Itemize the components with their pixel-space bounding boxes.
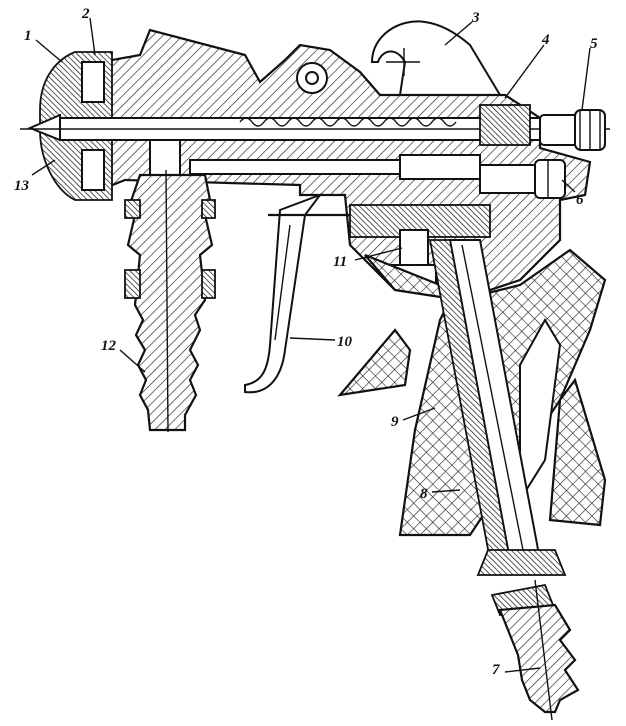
label-10: 10 [337, 334, 353, 350]
label-3: 3 [471, 10, 480, 26]
label-11: 11 [333, 254, 347, 270]
label-9: 9 [391, 414, 399, 430]
bottom-hose-fitting [476, 549, 580, 721]
hook [370, 20, 502, 96]
adjusting-knob [539, 109, 606, 151]
label-8: 8 [420, 486, 428, 502]
air-channel [189, 154, 481, 180]
label-6: 6 [576, 192, 584, 208]
label-4: 4 [541, 32, 550, 48]
label-12: 12 [101, 338, 117, 354]
label-2: 2 [81, 6, 90, 22]
label-7: 7 [492, 662, 500, 678]
air-valve-screw [479, 159, 566, 199]
pivot-screw [296, 62, 328, 94]
label-5: 5 [590, 36, 598, 52]
left-hose-fitting [124, 139, 216, 433]
leader-lines [31, 17, 591, 673]
label-13: 13 [14, 178, 30, 194]
label-1: 1 [24, 28, 32, 44]
part-labels: 1 2 3 4 5 6 7 8 9 10 11 12 13 [14, 6, 598, 678]
air-cap [27, 51, 113, 201]
